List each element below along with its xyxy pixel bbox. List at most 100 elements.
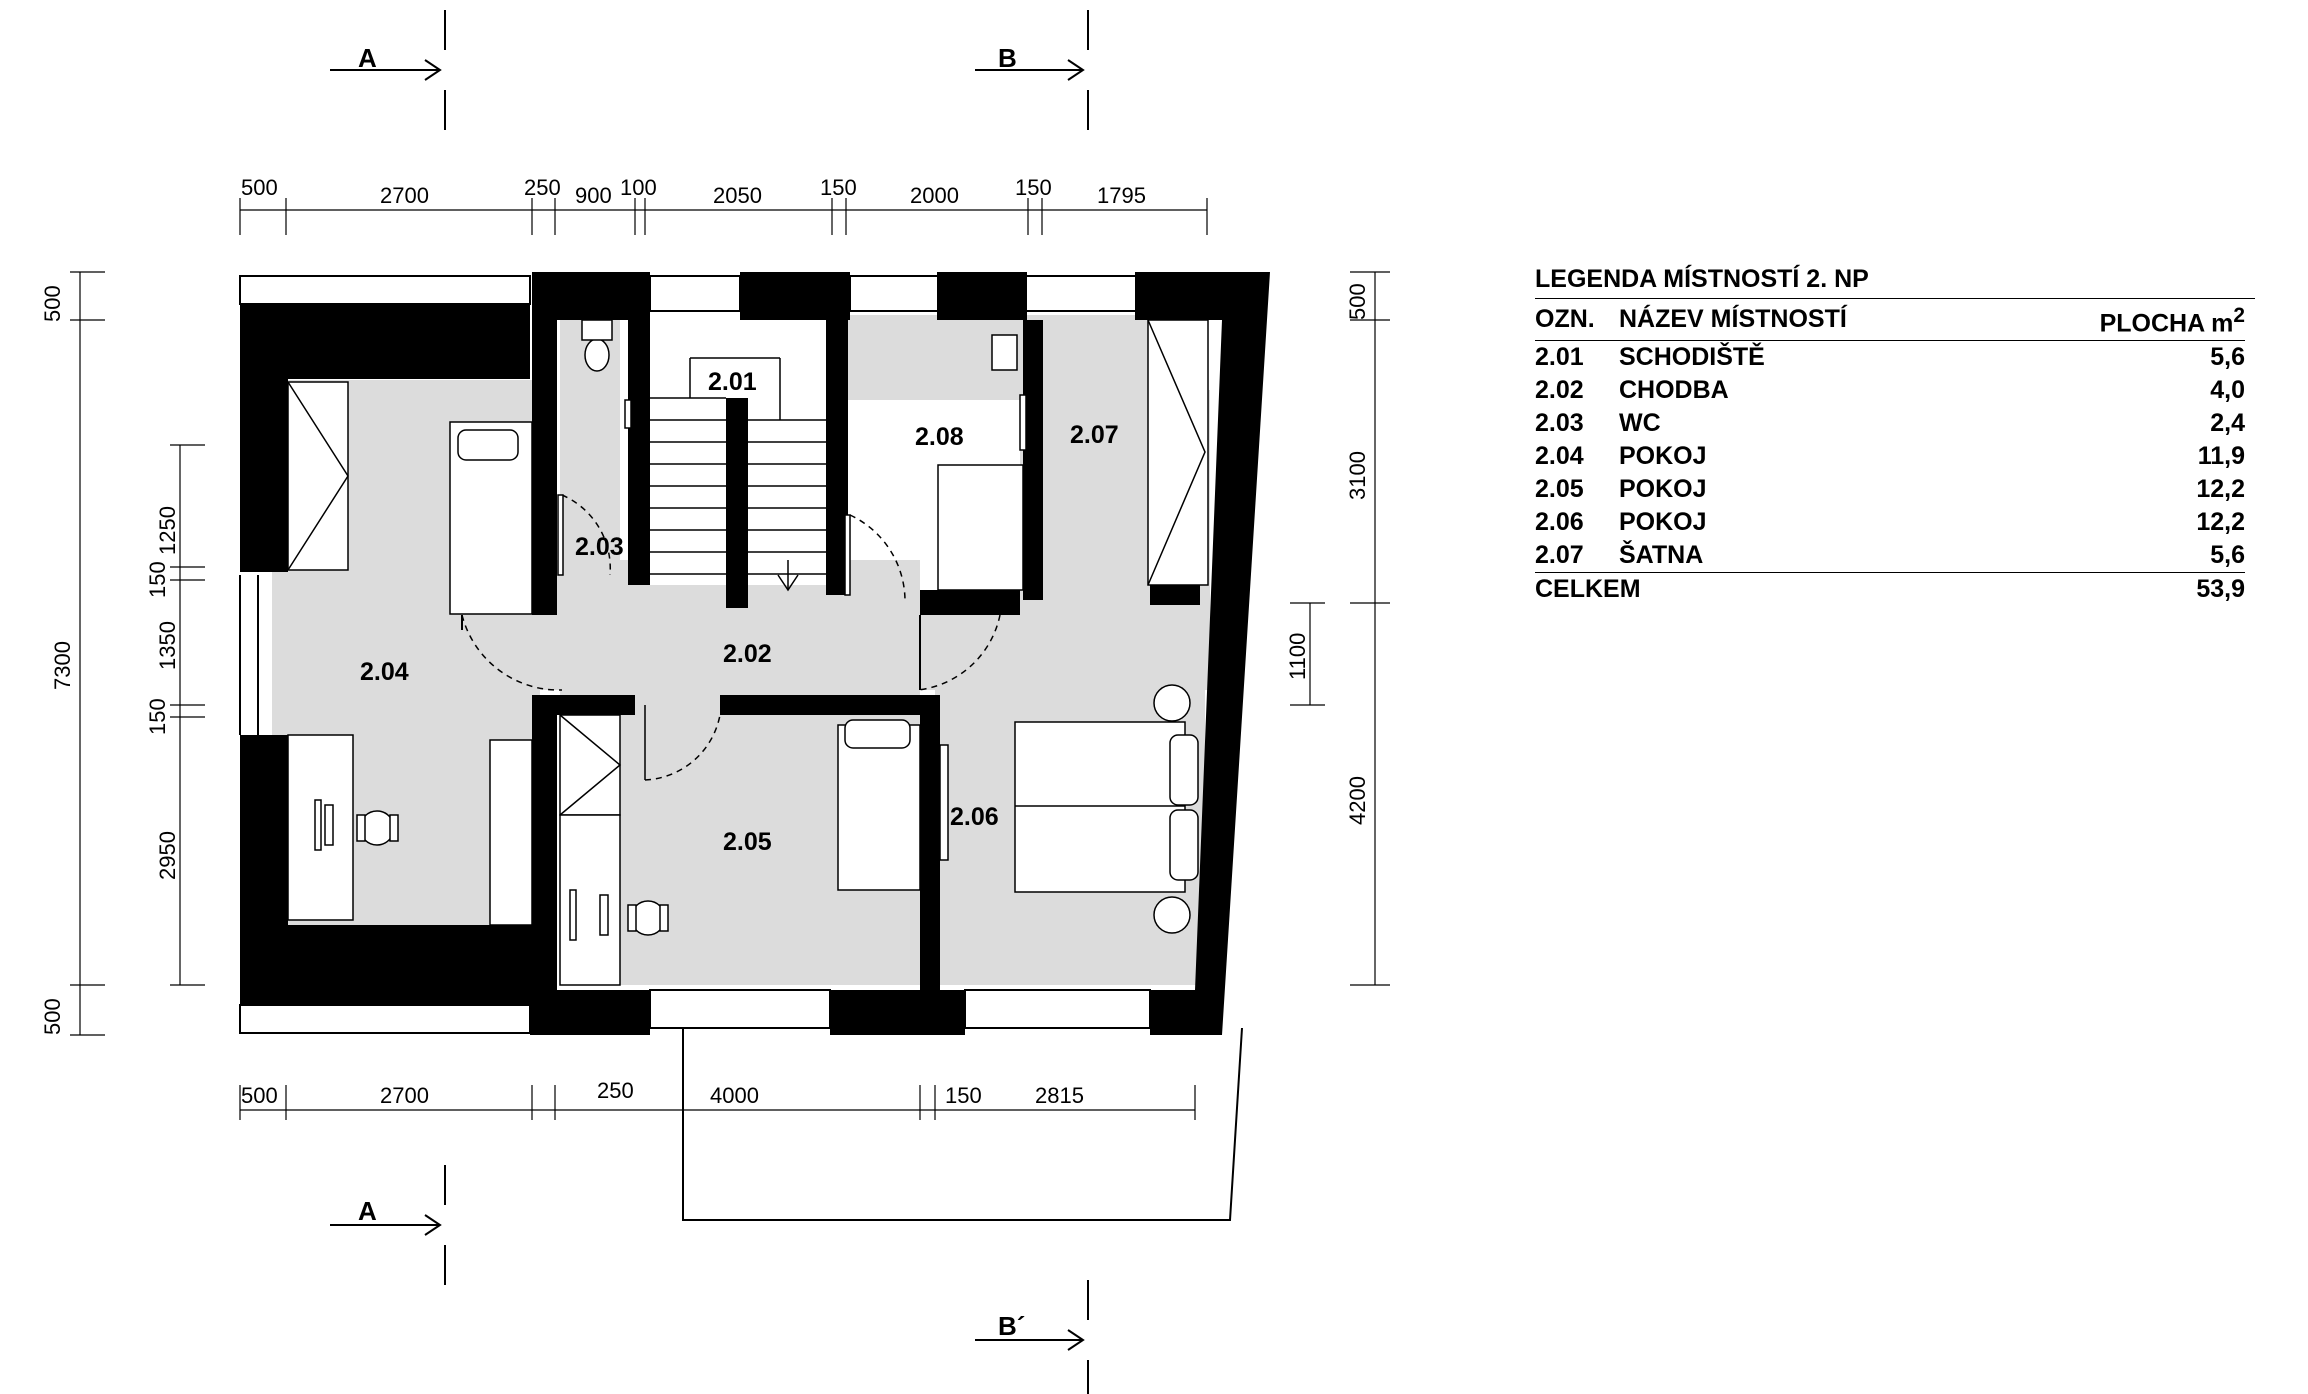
legend-table: OZN. NÁZEV MÍSTNOSTÍ PLOCHA m2 2.01 SCHOD… — [1535, 299, 2245, 607]
dim-right-4: 4200 — [1345, 776, 1370, 825]
room-legend: LEGENDA MÍSTNOSTÍ 2. NP OZN. NÁZEV MÍSTN… — [1535, 265, 2255, 607]
legend-header-area: PLOCHA m2 — [2001, 299, 2245, 342]
legend-total-row: CELKEM 53,9 — [1535, 572, 2245, 607]
dim-right-2: 3100 — [1345, 451, 1370, 500]
legend-name: SCHODIŠTĚ — [1619, 343, 1765, 372]
legend-total-label: CELKEM — [1535, 572, 2002, 607]
dim-top-2: 2700 — [380, 183, 429, 208]
nightstand-icon — [1153, 896, 1191, 934]
dim-bottom-6: 2815 — [1035, 1083, 1084, 1108]
dim-right-3: 1100 — [1285, 633, 1310, 680]
room-label-2-05: 2.05 — [723, 828, 772, 856]
section-label-b-top: B — [998, 43, 1017, 73]
dim-left-total: 7300 — [50, 641, 75, 690]
legend-row: 2.06 POKOJ 12,2 — [1535, 506, 2245, 539]
sink-icon — [991, 334, 1018, 371]
wardrobe-2-05 — [559, 714, 621, 816]
room-label-2-04: 2.04 — [360, 658, 409, 686]
nightstand-icon — [1153, 684, 1191, 722]
dim-left-3: 150 — [145, 561, 170, 598]
legend-code: 2.02 — [1535, 376, 1584, 405]
wardrobe-2-07 — [1147, 319, 1209, 586]
dim-left-7: 500 — [40, 998, 65, 1035]
dim-top-6: 2050 — [713, 183, 762, 208]
dim-bottom-2: 2700 — [380, 1083, 429, 1108]
legend-name: ŠATNA — [1619, 541, 1704, 570]
wardrobe-2-04 — [287, 381, 349, 571]
dim-bottom-5: 150 — [945, 1083, 982, 1108]
double-bed-2-06 — [1014, 721, 1186, 893]
legend-name: POKOJ — [1619, 442, 1707, 471]
room-label-2-07: 2.07 — [1070, 421, 1119, 449]
toilet-icon — [584, 338, 610, 372]
legend-code: 2.01 — [1535, 343, 1584, 372]
dim-bottom-3: 250 — [597, 1078, 634, 1103]
room-label-2-06: 2.06 — [950, 803, 999, 831]
legend-name: POKOJ — [1619, 475, 1707, 504]
dim-top-4: 900 — [575, 183, 612, 208]
legend-area: 5,6 — [2210, 343, 2245, 372]
dim-left-1: 500 — [40, 285, 65, 322]
legend-row: 2.05 POKOJ 12,2 — [1535, 473, 2245, 506]
legend-area: 12,2 — [2196, 508, 2245, 537]
dim-top-9: 150 — [1015, 175, 1052, 200]
legend-code: 2.06 — [1535, 508, 1584, 537]
legend-header-row: OZN. NÁZEV MÍSTNOSTÍ PLOCHA m2 — [1535, 299, 2245, 342]
dim-left-4: 1350 — [155, 621, 180, 670]
dim-top-5: 100 — [620, 175, 657, 200]
dim-left-6: 2950 — [155, 831, 180, 880]
legend-row: 2.01 SCHODIŠTĚ 5,6 — [1535, 341, 2245, 375]
dim-top-1: 500 — [241, 175, 278, 200]
dim-top-10: 1795 — [1097, 183, 1146, 208]
legend-area: 4,0 — [2210, 376, 2245, 405]
section-label-a-bottom: A — [358, 1196, 377, 1226]
legend-row: 2.04 POKOJ 11,9 — [1535, 440, 2245, 473]
dim-left-2: 1250 — [155, 506, 180, 555]
legend-row: 2.02 CHODBA 4,0 — [1535, 374, 2245, 407]
legend-header-area-text: PLOCHA m — [2099, 309, 2234, 338]
legend-area: 5,6 — [2210, 541, 2245, 570]
legend-row: 2.03 WC 2,4 — [1535, 407, 2245, 440]
dim-top-8: 2000 — [910, 183, 959, 208]
pillow-icon — [844, 719, 911, 749]
bed-2-05 — [837, 724, 921, 891]
doors — [461, 494, 1001, 861]
legend-area: 2,4 — [2210, 409, 2245, 438]
legend-name: CHODBA — [1619, 376, 1729, 405]
dim-bottom-1: 500 — [241, 1083, 278, 1108]
legend-total-area: 53,9 — [2001, 572, 2245, 607]
dim-left-5: 150 — [145, 698, 170, 735]
legend-area: 11,9 — [2197, 442, 2245, 471]
floor-plan: A A B B´ 500 2700 250 900 100 2050 150 2… — [40, 10, 1390, 1394]
legend-name: POKOJ — [1619, 508, 1707, 537]
legend-name: WC — [1619, 409, 1661, 438]
dim-top-3: 250 — [524, 175, 561, 200]
room-label-2-03: 2.03 — [575, 533, 624, 561]
legend-code: 2.04 — [1535, 442, 1584, 471]
legend-code: 2.07 — [1535, 541, 1584, 570]
legend-title: LEGENDA MÍSTNOSTÍ 2. NP — [1535, 265, 2255, 299]
dim-bottom-4: 4000 — [710, 1083, 759, 1108]
legend-code: 2.03 — [1535, 409, 1584, 438]
legend-area: 12,2 — [2196, 475, 2245, 504]
desk-2-05 — [559, 814, 621, 986]
furniture — [287, 319, 1209, 986]
legend-code: 2.05 — [1535, 475, 1584, 504]
room-label-2-08: 2.08 — [915, 423, 964, 451]
legend-header-code: OZN. — [1535, 299, 1619, 342]
legend-header-area-sup: 2 — [2233, 304, 2245, 327]
dim-top-7: 150 — [820, 175, 857, 200]
room-label-2-01: 2.01 — [708, 368, 757, 396]
section-label-b-bottom: B´ — [998, 1311, 1025, 1341]
legend-row: 2.07 ŠATNA 5,6 — [1535, 539, 2245, 573]
dim-right-1: 500 — [1345, 283, 1370, 320]
stair-treads — [650, 357, 826, 592]
pillow-icon — [457, 429, 519, 461]
dimension-lines — [70, 198, 1390, 1120]
legend-header-name: NÁZEV MÍSTNOSTÍ — [1619, 299, 2002, 342]
walls — [240, 272, 1270, 1035]
section-label-a-top: A — [358, 43, 377, 73]
room-label-2-02: 2.02 — [723, 640, 772, 668]
shower-2-08 — [937, 464, 1024, 591]
section-marks — [330, 10, 1089, 1394]
